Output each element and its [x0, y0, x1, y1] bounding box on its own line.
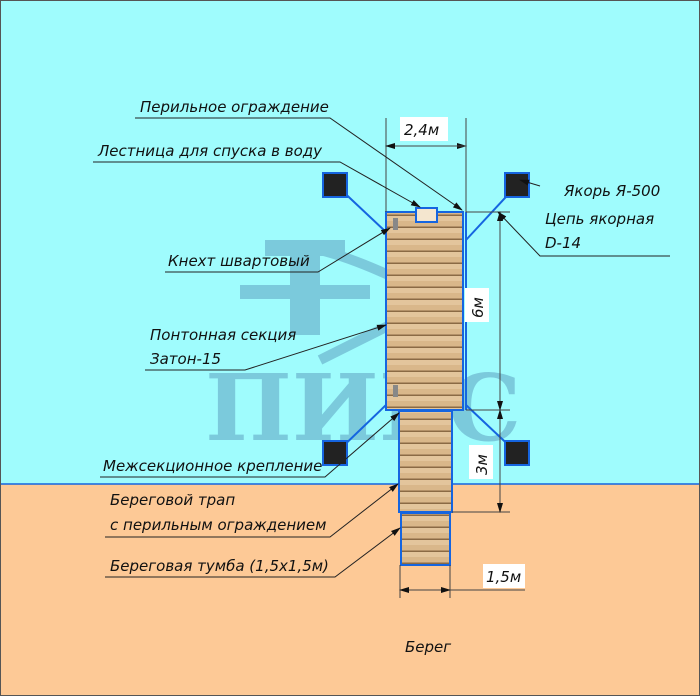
shore-area [0, 484, 700, 696]
leader-lines [93, 117, 670, 578]
cleat-icon [393, 385, 398, 397]
dimension-lines [385, 118, 525, 598]
anchors [322, 172, 530, 466]
anchor-icon [322, 172, 348, 198]
label-shore: Берег [405, 638, 451, 656]
label-bollard: Береговая тумба (1,5х1,5м) [110, 557, 329, 575]
dim-label-bg [483, 564, 525, 588]
dim-width: 2,4м [404, 121, 439, 139]
callout-labels: Перильное ограждение Лестница для спуска… [97, 98, 660, 656]
water-area [0, 0, 700, 484]
label-gangway-railing: с перильным ограждением [110, 516, 326, 534]
label-railing: Перильное ограждение [140, 98, 329, 116]
pontoon-section [385, 211, 464, 411]
dim-gangway-length: 3м [473, 454, 491, 475]
label-chain: Цепь якорная [545, 210, 654, 228]
cleat-icon [393, 218, 398, 230]
gangway [398, 410, 453, 513]
label-joint: Межсекционное крепление [103, 457, 322, 475]
dim-label-bg [400, 117, 448, 141]
dim-gangway-width: 1,5м [486, 568, 521, 586]
anchor-icon [504, 172, 530, 198]
label-cleat: Кнехт швартовый [168, 252, 310, 270]
label-gangway: Береговой трап [110, 491, 235, 509]
dim-pontoon-length: 6м [469, 297, 487, 318]
shore-bollard [400, 512, 451, 566]
label-chain-size: D-14 [545, 234, 581, 252]
ladder [415, 207, 438, 223]
label-ladder: Лестница для спуска в воду [97, 142, 323, 160]
anchor-icon [504, 440, 530, 466]
label-pontoon-model: Затон-15 [150, 350, 221, 368]
watermark-logo: ПИРС [205, 240, 521, 462]
label-pontoon: Понтонная секция [150, 326, 296, 344]
label-anchor: Якорь Я-500 [563, 182, 660, 200]
